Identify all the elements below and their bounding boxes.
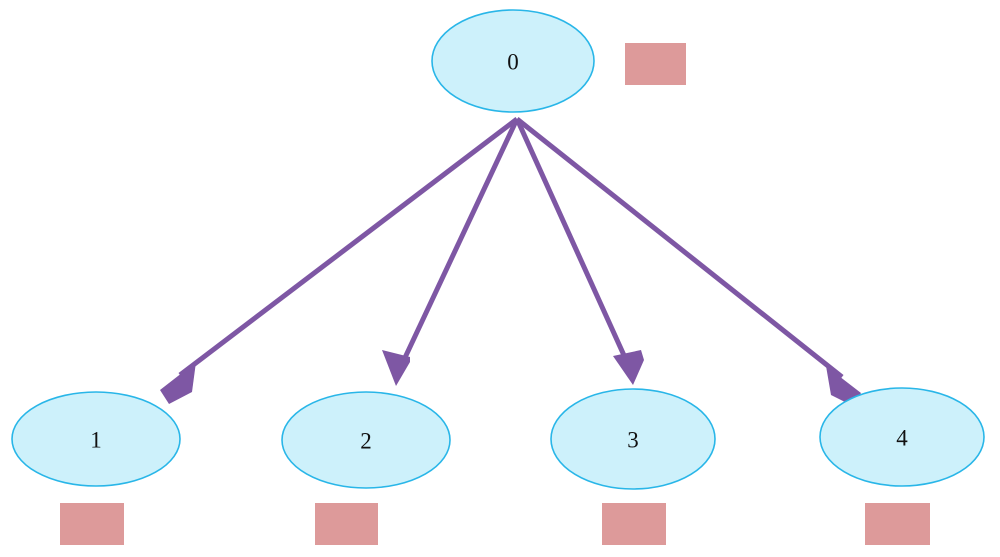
node-2-label: 2	[360, 429, 372, 454]
root-marker-rect[interactable]	[625, 43, 686, 85]
arrowhead-0-2	[382, 350, 410, 386]
edge-line-0-4	[515, 117, 844, 379]
node-3-label: 3	[627, 428, 639, 453]
leaf-3-marker-rect[interactable]	[602, 503, 666, 545]
arrowhead-0-3	[613, 350, 644, 385]
edge-0-to-3[interactable]	[514, 117, 644, 385]
node-0-label: 0	[507, 50, 519, 75]
node-3-ellipse	[550, 388, 716, 490]
node-4-ellipse	[819, 387, 985, 487]
edge-0-to-2[interactable]	[382, 117, 520, 386]
arrowhead-0-1	[160, 362, 196, 404]
node-1[interactable]: 1	[11, 391, 181, 487]
edge-line-0-2	[399, 117, 520, 366]
node-4[interactable]: 4	[819, 387, 985, 487]
edge-line-0-1	[178, 117, 519, 377]
edge-0-to-4[interactable]	[515, 117, 861, 406]
leaf-1-marker-rect[interactable]	[60, 503, 124, 545]
rectangles-group	[60, 43, 930, 545]
arrowhead-0-4	[826, 366, 861, 406]
leaf-4-marker-rect[interactable]	[865, 503, 930, 545]
node-3[interactable]: 3	[550, 388, 716, 490]
edge-0-to-1[interactable]	[160, 117, 519, 404]
nodes-group: 0 1 2 3 4	[11, 9, 985, 490]
leaf-2-marker-rect[interactable]	[315, 503, 378, 545]
node-2-ellipse	[281, 391, 451, 489]
node-2[interactable]: 2	[281, 391, 451, 489]
node-0[interactable]: 0	[431, 9, 595, 113]
node-1-label: 1	[90, 428, 102, 453]
edge-line-0-3	[514, 117, 630, 364]
node-1-ellipse	[11, 391, 181, 487]
node-0-ellipse	[431, 9, 595, 113]
node-4-label: 4	[896, 426, 908, 451]
edges-group	[160, 117, 861, 406]
